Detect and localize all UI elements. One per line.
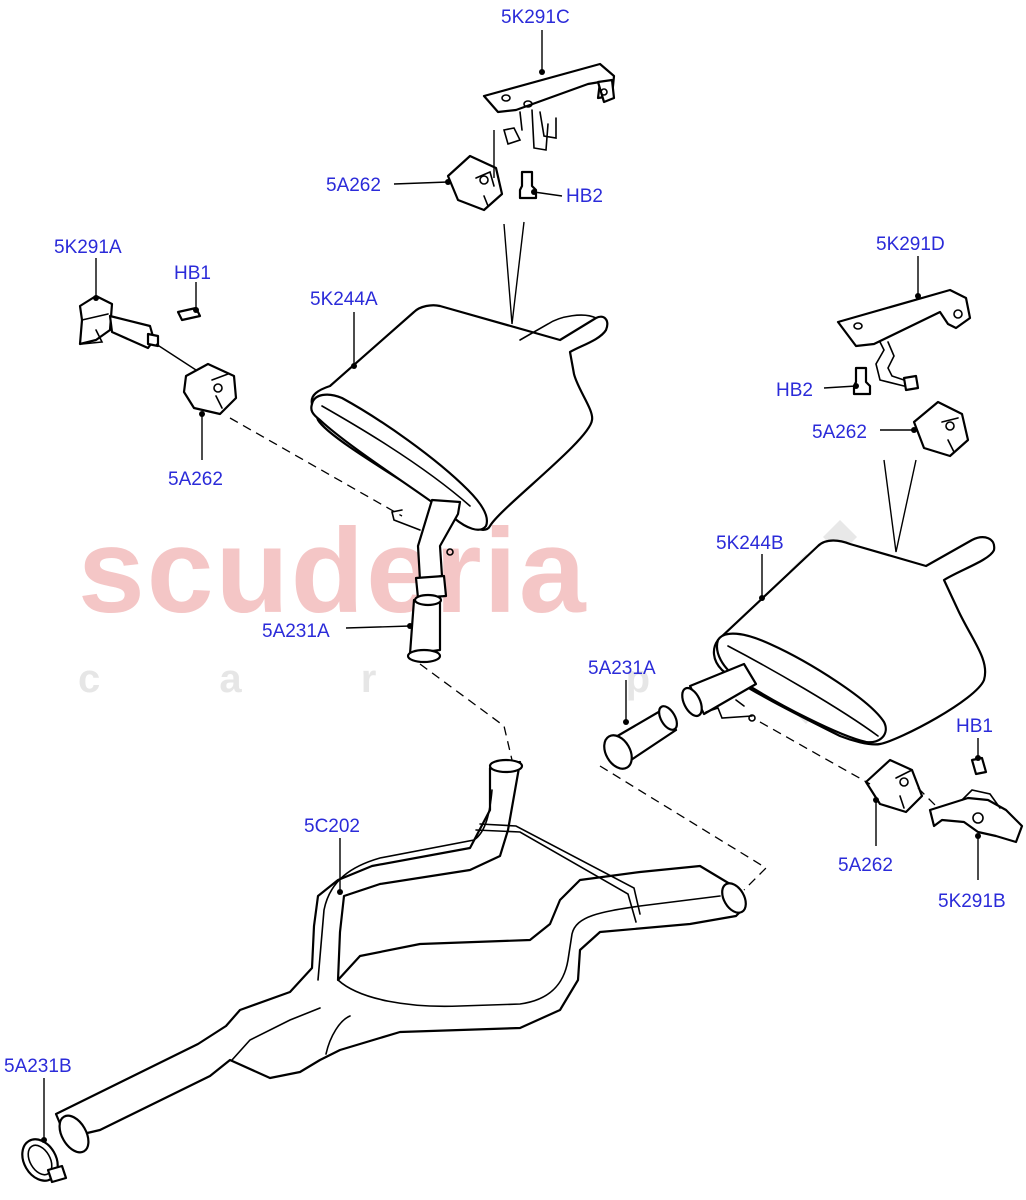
rubber-mount-5a262-top bbox=[446, 154, 504, 212]
label-hb2-top[interactable]: HB2 bbox=[566, 186, 603, 207]
label-5a231b[interactable]: 5A231B bbox=[4, 1056, 72, 1077]
bracket-5k291d bbox=[836, 288, 972, 392]
muffler-5k244b bbox=[681, 536, 996, 746]
rubber-mount-5a262-bottom bbox=[864, 758, 924, 814]
label-5k291d[interactable]: 5K291D bbox=[876, 234, 945, 255]
bracket-5k291c bbox=[482, 62, 616, 151]
rubber-mount-5a262-right bbox=[912, 400, 970, 458]
bracket-5k291a bbox=[78, 294, 202, 350]
label-5a262-bottom[interactable]: 5A262 bbox=[838, 855, 893, 876]
label-5a231a-right[interactable]: 5A231A bbox=[588, 658, 656, 679]
label-5k244b[interactable]: 5K244B bbox=[716, 533, 784, 554]
callout-labels: 5K291C 5A262 HB2 5K291A HB1 5K244A 5A262… bbox=[4, 7, 1006, 1077]
label-5k291b[interactable]: 5K291B bbox=[938, 891, 1006, 912]
rubber-mount-5a262-left bbox=[182, 362, 238, 416]
assembly-lines bbox=[229, 417, 937, 891]
label-5k244a[interactable]: 5K244A bbox=[310, 289, 378, 310]
label-5a231a-left[interactable]: 5A231A bbox=[262, 621, 330, 642]
bolt-hb2-right bbox=[852, 366, 872, 396]
label-hb2-right[interactable]: HB2 bbox=[776, 380, 813, 401]
label-5a262-top[interactable]: 5A262 bbox=[326, 175, 381, 196]
label-5k291c[interactable]: 5K291C bbox=[501, 7, 570, 28]
callout-leaders bbox=[41, 30, 981, 1143]
watermark-brand: scuderia bbox=[78, 504, 588, 638]
pipe-5a231a-right bbox=[603, 705, 678, 770]
bracket-5k291b bbox=[928, 789, 1024, 844]
clamp-5a231b bbox=[21, 1138, 68, 1184]
label-hb1-left[interactable]: HB1 bbox=[174, 263, 211, 284]
label-5k291a[interactable]: 5K291A bbox=[54, 237, 122, 258]
muffler-5k244a bbox=[310, 304, 609, 600]
label-hb1-right[interactable]: HB1 bbox=[956, 716, 993, 737]
label-5a262-right[interactable]: 5A262 bbox=[812, 422, 867, 443]
pipe-5c202 bbox=[54, 758, 747, 1154]
label-5a262-left[interactable]: 5A262 bbox=[168, 469, 223, 490]
pipe-5a231a-left bbox=[406, 593, 443, 664]
label-5c202[interactable]: 5C202 bbox=[304, 816, 360, 837]
